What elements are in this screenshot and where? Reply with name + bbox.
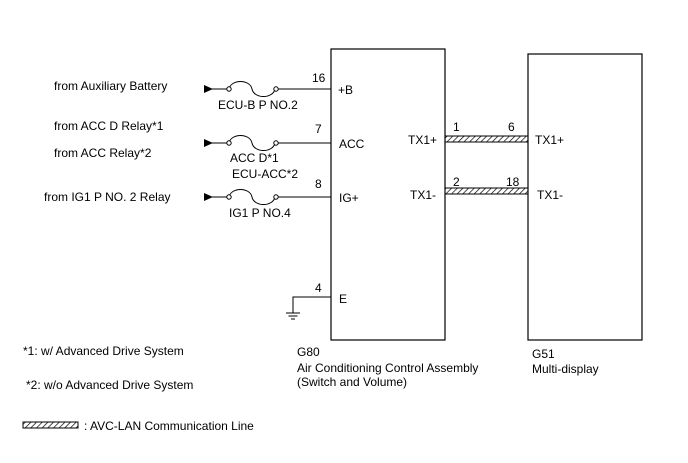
- footnote: *1: w/ Advanced Drive System: [23, 344, 184, 358]
- fuse-label: ACC D*1: [230, 151, 279, 165]
- input-row-battery: from Auxiliary Battery ECU-B P NO.2 16 +…: [54, 71, 353, 112]
- terminal-label: E: [339, 292, 347, 306]
- pin-number: 7: [315, 122, 322, 136]
- fuse-icon: [230, 192, 276, 202]
- arrow-icon: [204, 193, 213, 201]
- legend: : AVC-LAN Communication Line: [22, 419, 254, 433]
- source-label: from Auxiliary Battery: [54, 79, 167, 93]
- fuse-icon: [228, 135, 276, 151]
- input-row-ig: from IG1 P NO. 2 Relay IG1 P NO.4 8 IG+: [44, 177, 359, 220]
- pin-number: 1: [453, 120, 460, 134]
- arrow-icon: [204, 139, 213, 147]
- fuse-label: ECU-B P NO.2: [218, 98, 298, 112]
- g51-box: [527, 53, 643, 341]
- pin-number: 16: [312, 71, 326, 85]
- component-name: Multi-display: [532, 362, 599, 376]
- fuse-label-alt: ECU-ACC*2: [232, 167, 298, 181]
- source-label-alt: from ACC Relay*2: [54, 146, 152, 160]
- ground-icon: [286, 312, 300, 320]
- pin-number: 18: [506, 175, 520, 189]
- terminal-label: TX1+: [535, 133, 564, 147]
- legend-swatch: [22, 421, 79, 429]
- arrow-icon: [204, 85, 213, 93]
- fuse-icon: [228, 189, 276, 205]
- avc-lan-line: [444, 187, 529, 195]
- fuse-label: IG1 P NO.4: [229, 206, 291, 220]
- terminal-label: IG+: [339, 191, 359, 205]
- pin-number: 6: [508, 120, 515, 134]
- component-name-line2: (Switch and Volume): [297, 375, 407, 389]
- fuse-icon: [230, 84, 276, 94]
- terminal-label: TX1-: [410, 188, 436, 202]
- signal-tx1-minus: TX1- 2 18 TX1-: [410, 175, 563, 202]
- fuse-icon: [228, 81, 276, 97]
- ground-connection: 4 E: [286, 281, 347, 320]
- terminal-label: +B: [338, 83, 353, 97]
- terminal-label: TX1-: [537, 188, 563, 202]
- pin-number: 2: [453, 175, 460, 189]
- source-label: from IG1 P NO. 2 Relay: [44, 190, 171, 204]
- source-label: from ACC D Relay*1: [54, 119, 164, 133]
- terminal-label: ACC: [339, 137, 365, 151]
- footnote: *2: w/o Advanced Drive System: [26, 378, 193, 392]
- component-name: Air Conditioning Control Assembly: [297, 361, 478, 375]
- pin-number: 8: [315, 177, 322, 191]
- avc-lan-line: [444, 135, 529, 143]
- signal-tx1-plus: TX1+ 1 6 TX1+: [408, 120, 564, 147]
- component-code: G51: [532, 347, 555, 361]
- component-code: G80: [297, 345, 320, 359]
- legend-label: : AVC-LAN Communication Line: [84, 419, 254, 433]
- terminal-label: TX1+: [408, 133, 437, 147]
- input-row-acc: from ACC D Relay*1 from ACC Relay*2 ACC …: [54, 119, 365, 181]
- pin-number: 4: [315, 281, 322, 295]
- fuse-icon: [230, 138, 276, 148]
